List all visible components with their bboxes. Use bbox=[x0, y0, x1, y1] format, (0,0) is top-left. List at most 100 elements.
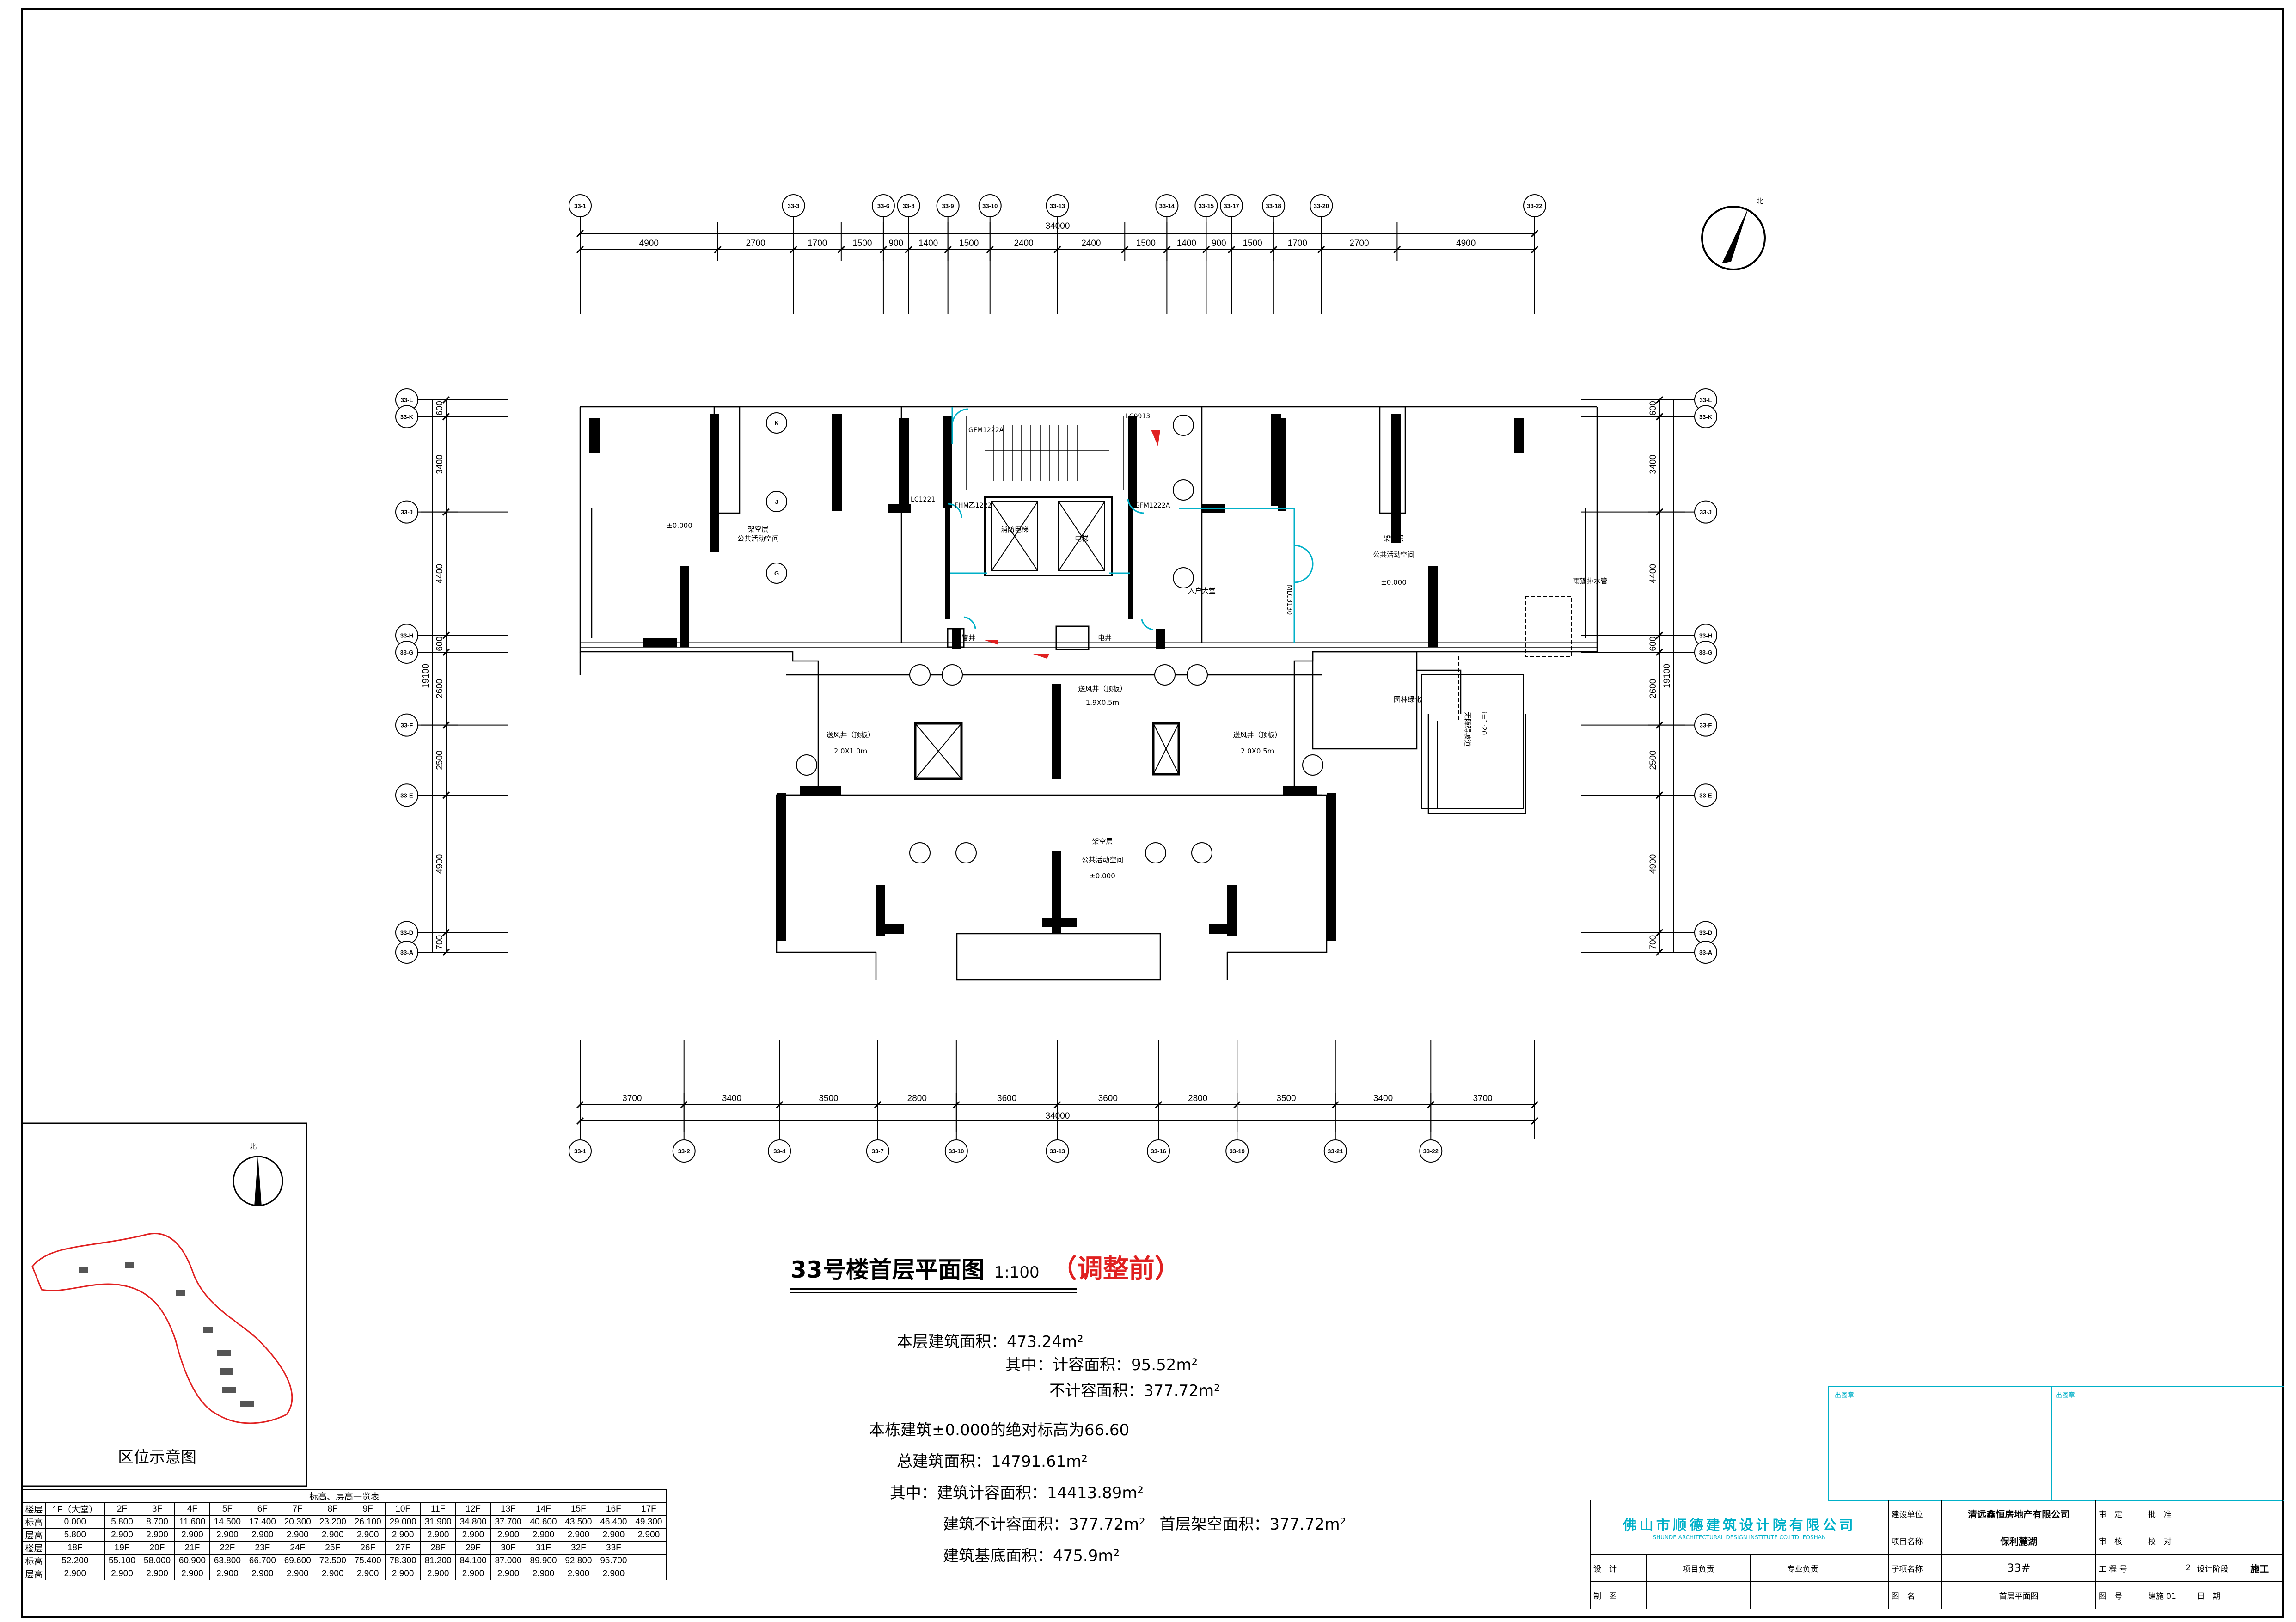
level-cell-elev-2-6: 69.600 bbox=[280, 1554, 316, 1567]
client-name: 清远鑫恒房地产有限公司 bbox=[1941, 1500, 2096, 1527]
level-cell-floors-1-1: 2F bbox=[104, 1502, 140, 1516]
bottom-dim-seg-3: 2800 bbox=[907, 1094, 927, 1103]
left-axis-bubble-2 bbox=[395, 500, 418, 524]
location-map-caption: 区位示意图 bbox=[118, 1448, 196, 1467]
level-cell-floors-2-6: 24F bbox=[280, 1541, 316, 1555]
client-label: 建设单位 bbox=[1888, 1500, 1942, 1527]
title-block-table: 佛山市顺德建筑设计院有限公司 SHUNDE ARCHITECTURAL DESI… bbox=[1590, 1500, 2283, 1609]
institute-cell: 佛山市顺德建筑设计院有限公司 SHUNDE ARCHITECTURAL DESI… bbox=[1590, 1500, 1889, 1555]
level-cell-height-1-5: 2.900 bbox=[245, 1528, 281, 1542]
level-cell-floors-2-1: 19F bbox=[104, 1541, 140, 1555]
stamp-area: 出图章 出图章 bbox=[1828, 1386, 2284, 1501]
label-ramp-slope: i=1:20 bbox=[1480, 712, 1488, 735]
level-cell-elev-2-9: 78.300 bbox=[385, 1554, 421, 1567]
level-cell-floors-1-0: 1F（大堂） bbox=[45, 1502, 105, 1516]
level-cell-elev-2-11: 84.100 bbox=[455, 1554, 491, 1567]
level-cell-elev-1-11: 34.800 bbox=[455, 1515, 491, 1529]
level-cell-height-1-4: 2.900 bbox=[209, 1528, 245, 1542]
bottom-axis-bubble-6 bbox=[1147, 1139, 1170, 1163]
level-cell-floors-2-9: 27F bbox=[385, 1541, 421, 1555]
drawing-name: 首层平面图 bbox=[1941, 1581, 2096, 1609]
svg-text:北: 北 bbox=[1757, 197, 1763, 205]
level-cell-floors-1-15: 16F bbox=[595, 1502, 631, 1516]
left-axis-bubble-6 bbox=[395, 783, 418, 807]
level-cell-elev-2-7: 72.500 bbox=[315, 1554, 351, 1567]
bottom-axis-bubble-2 bbox=[768, 1139, 791, 1163]
level-cell-height-2-3: 2.900 bbox=[174, 1567, 210, 1580]
label-shaft-a-size: 1.9X0.5m bbox=[1086, 698, 1120, 707]
level-cell-floors-2-11: 29F bbox=[455, 1541, 491, 1555]
bottom-axis-bubble-9 bbox=[1419, 1139, 1443, 1163]
bottom-axis-label-0: 33-1 bbox=[574, 1148, 586, 1155]
left-dim-seg-6: 4900 bbox=[435, 854, 445, 874]
bottom-axis-bubble-3 bbox=[866, 1139, 889, 1163]
bottom-dim-seg-7: 3500 bbox=[1276, 1094, 1296, 1103]
right-axis-label-1: 33-K bbox=[1699, 413, 1713, 420]
left-dim-seg-0: 600 bbox=[435, 401, 445, 416]
level-cell-floors-2-5: 23F bbox=[245, 1541, 281, 1555]
level-cell-floors-2-0: 18F bbox=[45, 1541, 105, 1555]
level-cell-elev-2-12: 87.000 bbox=[490, 1554, 526, 1567]
shafts bbox=[914, 625, 1180, 780]
level-cell-height-2-0: 2.900 bbox=[45, 1567, 105, 1580]
label-power-well: 电井 bbox=[1098, 634, 1112, 642]
label-public-right: 公共活动空间 bbox=[1373, 551, 1414, 559]
label-stilt-bottom: 架空层 bbox=[1092, 837, 1113, 845]
left-axis-bubble-8 bbox=[395, 941, 418, 964]
level-cell-elev-2-14: 92.800 bbox=[560, 1554, 596, 1567]
level-cell-floors-1-10: 11F bbox=[420, 1502, 456, 1516]
left-dim-seg-2: 4400 bbox=[435, 564, 445, 583]
level-cell-elev-1-1: 5.800 bbox=[104, 1515, 140, 1529]
drawing-title: 33号楼首层平面图 bbox=[790, 1256, 985, 1283]
bottom-axis-bubble-7 bbox=[1225, 1139, 1249, 1163]
top-axis-label-12: 33-22 bbox=[1527, 202, 1542, 209]
right-axis-label-8: 33-A bbox=[1699, 949, 1713, 956]
level-cell-elev-1-0: 0.000 bbox=[45, 1515, 105, 1529]
level-cell-height-2-8: 2.900 bbox=[350, 1567, 386, 1580]
review-label: 审 定 bbox=[2095, 1500, 2145, 1527]
top-axis-bubble-10 bbox=[1262, 194, 1286, 217]
left-axis-label-0: 33-L bbox=[401, 397, 413, 404]
label-elev-bottom: ±0.000 bbox=[1090, 872, 1115, 880]
level-cell-elev-1-5: 17.400 bbox=[245, 1515, 281, 1529]
level-cell-height-2-6: 2.900 bbox=[280, 1567, 316, 1580]
label-elevator: 电梯 bbox=[1075, 534, 1089, 543]
top-axis-label-10: 33-18 bbox=[1266, 202, 1281, 209]
plan-text: 架空层 公共活动空间 ±0.000 架空层 公共活动空间 ±0.000 架空层 … bbox=[667, 521, 1607, 880]
bottom-axis-label-3: 33-7 bbox=[872, 1148, 884, 1155]
stage-label: 设计阶段 bbox=[2193, 1554, 2248, 1582]
right-axis-bubble-8 bbox=[1694, 941, 1717, 964]
bottom-axis-label-6: 33-16 bbox=[1151, 1148, 1166, 1155]
stamp-label-2: 出图章 bbox=[2056, 1392, 2075, 1399]
left-dim-seg-4: 2600 bbox=[435, 679, 445, 698]
top-axis-label-0: 33-1 bbox=[574, 202, 586, 209]
drawing-title-block: 33号楼首层平面图 1:100 （调整前） bbox=[790, 1248, 1181, 1293]
core-stairs bbox=[966, 416, 1124, 490]
level-cell-floors-1-13: 14F bbox=[526, 1502, 561, 1516]
top-axis-label-1: 33-3 bbox=[788, 202, 800, 209]
level-cell-floors-1-14: 15F bbox=[560, 1502, 596, 1516]
level-cell-height-1-11: 2.900 bbox=[455, 1528, 491, 1542]
version: 2 bbox=[2144, 1554, 2194, 1582]
spec-label: 专业负责 bbox=[1784, 1554, 1855, 1582]
level-cell-floors-2-2: 20F bbox=[139, 1541, 175, 1555]
red-markers bbox=[985, 430, 1160, 659]
level-cell-floors-1-4: 5F bbox=[209, 1502, 245, 1516]
level-cell-elev-2-5: 66.700 bbox=[245, 1554, 281, 1567]
level-cell-elev-2-3: 60.900 bbox=[174, 1554, 210, 1567]
top-axis-label-9: 33-17 bbox=[1224, 202, 1239, 209]
draw-label: 制 图 bbox=[1590, 1581, 1647, 1609]
drawing-label: 图 名 bbox=[1888, 1581, 1942, 1609]
right-dim-seg-7: 700 bbox=[1648, 935, 1658, 950]
label-shaft-c-size: 2.0X0.5m bbox=[1241, 747, 1274, 755]
level-cell-elev-2-2: 58.000 bbox=[139, 1554, 175, 1567]
pm-label: 项目负责 bbox=[1679, 1554, 1751, 1582]
bottom-axis-bubble-1 bbox=[672, 1139, 696, 1163]
level-cell-height-2-2: 2.900 bbox=[139, 1567, 175, 1580]
label-elev-right: ±0.000 bbox=[1381, 578, 1407, 587]
level-cell-height-2-5: 2.900 bbox=[245, 1567, 281, 1580]
status-tag: （调整前） bbox=[1051, 1254, 1181, 1284]
level-cell-height-1-3: 2.900 bbox=[174, 1528, 210, 1542]
door-tag-e: LC0913 bbox=[1126, 413, 1150, 420]
